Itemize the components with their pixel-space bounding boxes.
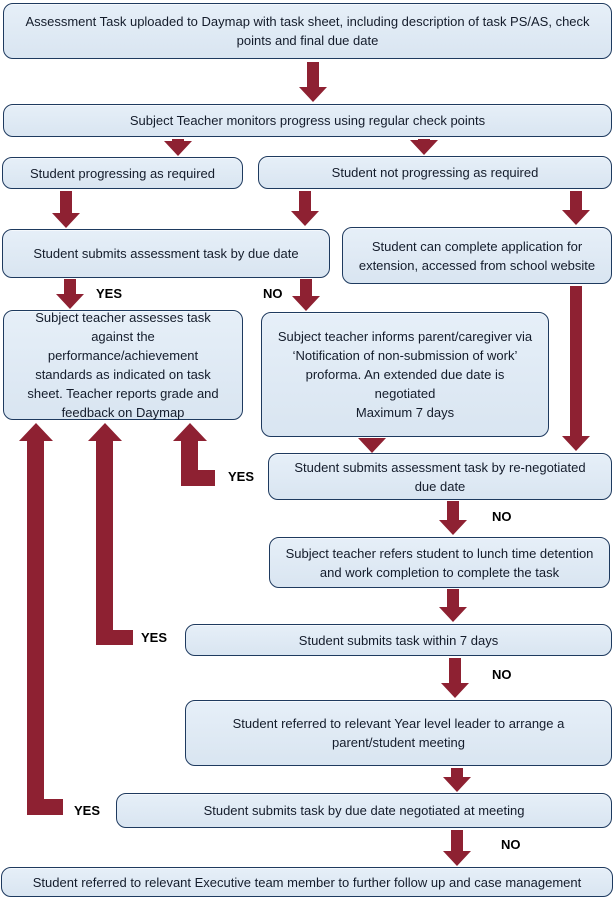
box-teacher-assesses: Subject teacher assesses task against th… xyxy=(3,310,243,420)
label-yes-meeting: YES xyxy=(74,803,101,818)
box-teacher-monitors: Subject Teacher monitors progress using … xyxy=(3,104,612,137)
elbow-yes-meeting-icon xyxy=(28,799,63,815)
box-executive-referral: Student referred to relevant Executive t… xyxy=(1,867,613,897)
arrow-monitor-to-progressing-icon xyxy=(164,139,192,156)
arrow-leader-to-meeting-icon xyxy=(443,768,471,792)
box-submit-renegotiated: Student submits assessment task by re-ne… xyxy=(268,453,612,500)
arrow-not-progressing-to-extension-icon xyxy=(562,191,590,225)
box-submit-meeting-date: Student submits task by due date negotia… xyxy=(116,793,612,828)
label-no-meeting: NO xyxy=(501,837,521,852)
arrow-progressing-to-submit-icon xyxy=(52,191,80,228)
label-no-renegotiated: NO xyxy=(492,509,512,524)
arrow-no-to-inform-parent-icon xyxy=(292,279,320,311)
label-no-due-date: NO xyxy=(263,286,283,301)
label-yes-7days: YES xyxy=(141,630,168,645)
label-no-7days: NO xyxy=(492,667,512,682)
arrow-upload-to-monitor-icon xyxy=(299,62,327,102)
arrow-not-progressing-down-icon xyxy=(291,191,319,226)
label-yes-due-date: YES xyxy=(96,286,123,301)
elbow-yes-7days-icon xyxy=(97,630,133,645)
arrow-detention-to-7days-icon xyxy=(439,589,467,622)
box-teacher-informs-parent: Subject teacher informs parent/caregiver… xyxy=(261,312,549,437)
arrow-meeting-no-icon xyxy=(443,830,471,866)
arrow-yes-to-assessed-icon xyxy=(56,279,84,309)
arrow-yes-return-meeting-icon xyxy=(19,423,53,815)
arrow-extension-to-renegotiated-icon xyxy=(562,286,590,451)
label-yes-renegotiated: YES xyxy=(228,469,255,484)
arrow-inform-to-renegotiated-icon xyxy=(358,438,386,453)
box-lunch-detention: Subject teacher refers student to lunch … xyxy=(269,537,610,588)
elbow-yes-renegotiated-icon xyxy=(182,470,215,486)
box-submit-7-days: Student submits task within 7 days xyxy=(185,624,612,656)
arrow-yes-return-7days-icon xyxy=(88,423,122,645)
arrow-monitor-to-not-progressing-icon xyxy=(410,139,438,155)
box-year-level-leader: Student referred to relevant Year level … xyxy=(185,700,612,766)
arrow-7days-no-icon xyxy=(441,658,469,698)
box-task-uploaded: Assessment Task uploaded to Daymap with … xyxy=(3,3,612,59)
box-extension-application: Student can complete application for ext… xyxy=(342,227,612,284)
arrow-renegotiated-no-icon xyxy=(439,501,467,535)
box-not-progressing: Student not progressing as required xyxy=(258,156,612,189)
box-progressing: Student progressing as required xyxy=(2,157,243,189)
box-submit-by-due-date: Student submits assessment task by due d… xyxy=(2,229,330,278)
